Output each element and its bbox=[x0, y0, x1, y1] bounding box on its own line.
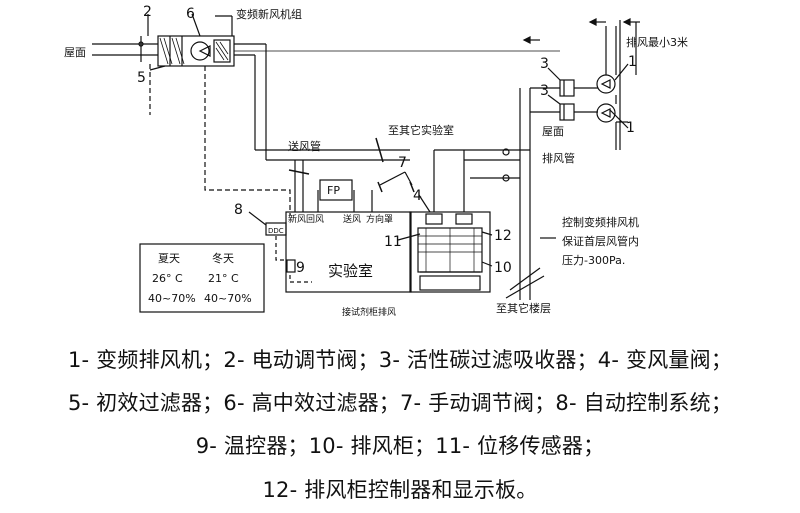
callout-1b: 1 bbox=[628, 54, 637, 70]
legend-line-3: 9- 温控器；10- 排风柜；11- 位移传感器； bbox=[195, 434, 605, 458]
carbon-filter-1 bbox=[559, 79, 575, 97]
callout-6: 6 bbox=[186, 6, 195, 22]
legend-line-2: 5- 初效过滤器；6- 高中效过滤器；7- 手动调节阀；8- 自动控制系统； bbox=[67, 391, 733, 415]
fume-hood-exhaust-label: 接试剂柜排风 bbox=[342, 306, 396, 318]
exhaust-fan-1 bbox=[596, 74, 616, 94]
winter-temp: 21° C bbox=[208, 272, 239, 285]
lab-room bbox=[285, 211, 412, 293]
diffuser-label: 方向罩 bbox=[366, 213, 393, 225]
carbon-filter-2 bbox=[559, 103, 575, 121]
callout-3a: 3 bbox=[540, 56, 549, 72]
fan-coil-box bbox=[319, 179, 353, 201]
fresh-return-label: 新风回风 bbox=[288, 213, 324, 225]
callout-9: 9 bbox=[296, 260, 305, 276]
hvac-schematic: 屋面 变频新风机组 排风最小3米 至其它实验室 送风管 屋面 排风管 FP 新风… bbox=[64, 4, 688, 318]
exhaust-min-label: 排风最小3米 bbox=[626, 35, 688, 49]
exhaust-fan-2 bbox=[596, 103, 616, 123]
callout-8: 8 bbox=[234, 202, 243, 218]
legend-line-4: 12- 排风柜控制器和显示板。 bbox=[262, 478, 538, 502]
callout-1a: 1 bbox=[626, 120, 635, 136]
control-note-2: 保证首层风管内 bbox=[562, 234, 639, 248]
to-other-labs-label: 至其它实验室 bbox=[388, 123, 454, 137]
callout-2: 2 bbox=[143, 4, 152, 20]
fp-label: FP bbox=[327, 184, 340, 197]
callout-10: 10 bbox=[494, 260, 512, 276]
summer-rh: 40~70% bbox=[148, 292, 196, 305]
summer-label: 夏天 bbox=[158, 252, 180, 265]
supply-duct-label: 送风管 bbox=[288, 139, 321, 153]
to-other-floors-label: 至其它楼层 bbox=[496, 301, 551, 315]
control-note-3: 压力-300Pa. bbox=[562, 254, 625, 267]
roof-label-right: 屋面 bbox=[542, 125, 564, 138]
summer-temp: 26° C bbox=[152, 272, 183, 285]
ddc-label: DDC bbox=[268, 227, 284, 235]
roof-label-left: 屋面 bbox=[64, 46, 86, 59]
callout-4: 4 bbox=[413, 188, 422, 204]
exhaust-duct-label: 排风管 bbox=[542, 151, 575, 165]
fume-hood bbox=[409, 211, 491, 293]
callout-11: 11 bbox=[384, 234, 402, 250]
callout-5: 5 bbox=[137, 70, 146, 86]
winter-label: 冬天 bbox=[212, 251, 234, 265]
supply-fan bbox=[190, 41, 210, 61]
fresh-air-unit-label: 变频新风机组 bbox=[236, 7, 302, 21]
callout-7: 7 bbox=[398, 155, 407, 171]
control-note-1: 控制变频排风机 bbox=[562, 215, 639, 229]
lab-label: 实验室 bbox=[328, 262, 373, 280]
supply-air-label: 送风 bbox=[343, 213, 361, 225]
callout-3b: 3 bbox=[540, 83, 549, 99]
legend-line-1: 1- 变频排风机；2- 电动调节阀；3- 活性碳过滤吸收器；4- 变风量阀； bbox=[67, 348, 733, 372]
conditions-table bbox=[139, 243, 265, 313]
callout-12: 12 bbox=[494, 228, 512, 244]
winter-rh: 40~70% bbox=[204, 292, 252, 305]
